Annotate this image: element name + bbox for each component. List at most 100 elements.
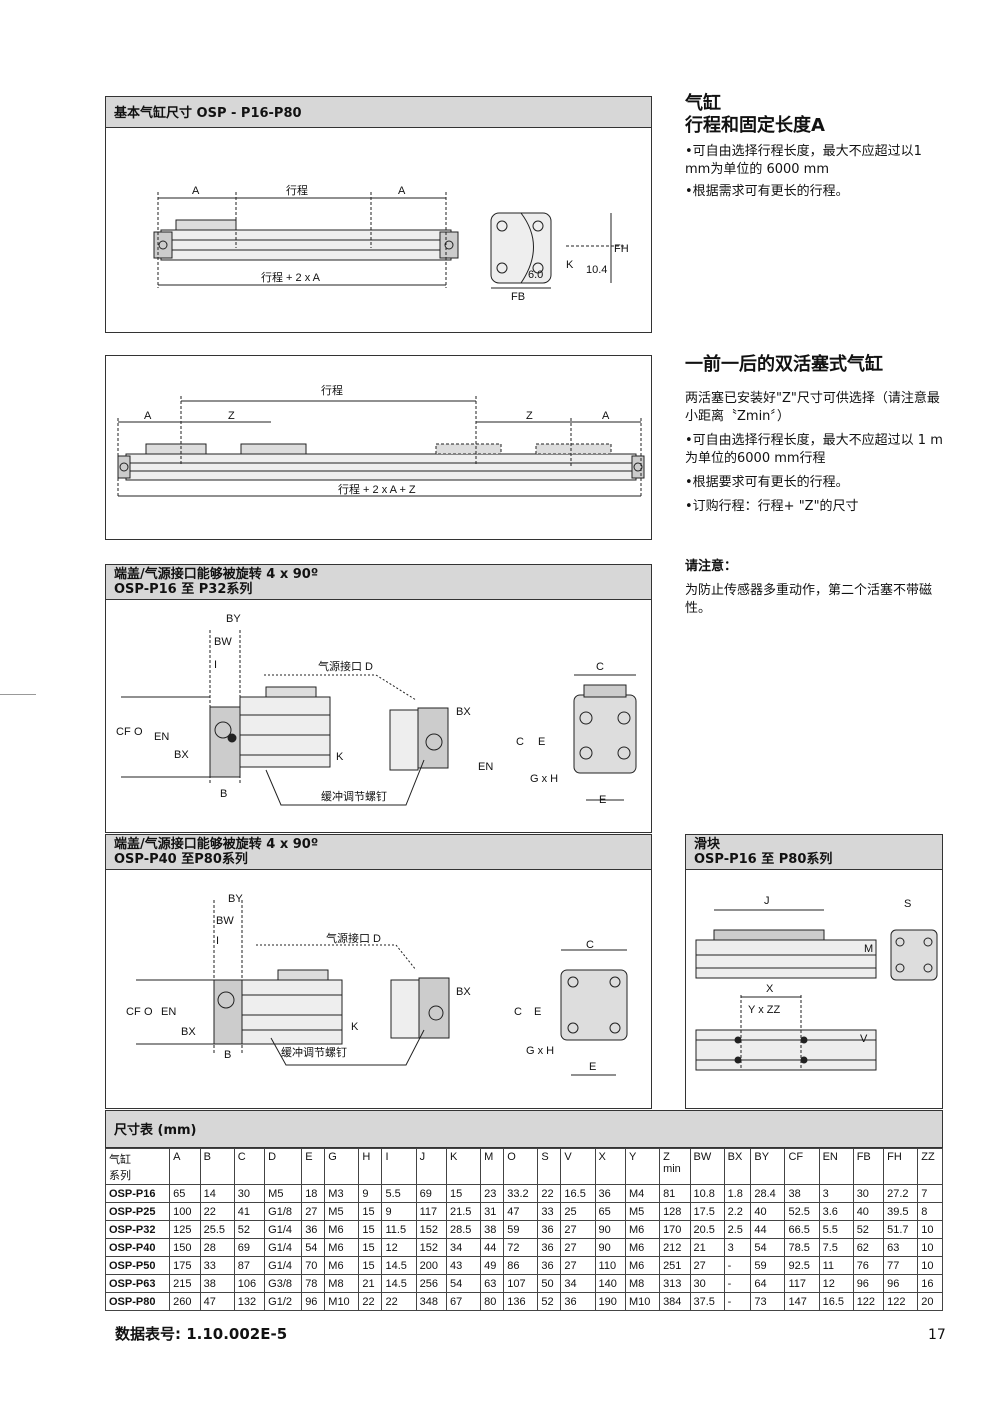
table-cell: 12 xyxy=(381,1238,417,1257)
table-cell: 27 xyxy=(301,1202,326,1221)
table-cell: - xyxy=(723,1292,752,1311)
sec2-bullet-1: •可自由选择行程长度，最大不应超过以 1 m为单位的6000 mm行程 xyxy=(685,433,943,466)
small-bx: BX xyxy=(174,749,189,761)
table-cell: 66.5 xyxy=(784,1220,820,1239)
large-bx: BX xyxy=(181,1026,196,1038)
table-header-cell: D xyxy=(264,1148,303,1185)
sec2-bullet-2: •根据要求可有更长的行程。 xyxy=(685,475,849,490)
panel-slide-title-2: OSP-P16 至 P80系列 xyxy=(694,852,833,867)
large-by: BY xyxy=(228,893,243,905)
table-cell: 15 xyxy=(358,1220,383,1239)
table-cell: 14.5 xyxy=(381,1274,417,1293)
table-header-cell: FH xyxy=(883,1148,919,1185)
large-k: K xyxy=(351,1021,359,1033)
tandem-cylinder-drawing: 行程 A Z Z A 行程 + 2 x A + Z xyxy=(117,384,645,497)
table-cell: 81 xyxy=(659,1184,691,1203)
panel-endcap-small-drawing: BY BW I CF O EN BX B 气源接口 D 缓冲调节螺钉 K BX … xyxy=(105,599,652,833)
table-cell: 38 xyxy=(784,1184,820,1203)
table-cell: 200 xyxy=(415,1256,448,1275)
dim-a-left: A xyxy=(192,185,200,197)
table-cell: 44 xyxy=(480,1238,505,1257)
table-cell: 70 xyxy=(301,1256,326,1275)
table-cell: 175 xyxy=(169,1256,201,1275)
table-cell: 63 xyxy=(480,1274,505,1293)
table-cell: 27 xyxy=(689,1256,725,1275)
table-cell: 20.5 xyxy=(689,1220,725,1239)
table-cell: 90 xyxy=(594,1238,626,1257)
table-row-model: OSP-P16 xyxy=(104,1184,171,1203)
right-section-note: 请注意： 为防止传感器多重动作，第二个活塞不带磁性。 xyxy=(685,558,947,618)
small-en: EN xyxy=(154,731,169,743)
table-cell: 12 xyxy=(818,1274,854,1293)
sec1-bullet-2: •根据需求可有更长的行程。 xyxy=(685,184,849,199)
table-cell: 27 xyxy=(560,1220,596,1239)
table-cell: 77 xyxy=(883,1256,919,1275)
slide-s: S xyxy=(904,898,911,910)
table-cell: 132 xyxy=(233,1292,266,1311)
panel-endcap-small-header: 端盖/气源接口能够被旋转 4 x 90º OSP-P16 至 P32系列 xyxy=(105,564,652,600)
endcap-large-drawing: BY BW I CF O EN BX B 气源接口 D 缓冲调节螺钉 K BX … xyxy=(126,893,628,1076)
table-cell: 313 xyxy=(659,1274,691,1293)
table-cell: 260 xyxy=(169,1292,201,1311)
sec3-title: 请注意： xyxy=(685,559,738,574)
table-row-model: OSP-P40 xyxy=(104,1238,171,1257)
table-cell: 34 xyxy=(446,1238,482,1257)
margin-rule xyxy=(0,694,36,695)
table-cell: 2.5 xyxy=(723,1220,752,1239)
table-header-cell: J xyxy=(415,1148,448,1185)
table-cell: 87 xyxy=(233,1256,266,1275)
table-header-cell: Y xyxy=(624,1148,661,1185)
dim-60: 6.0 xyxy=(528,269,543,281)
sec1-title-2: 行程和固定长度A xyxy=(685,115,825,136)
page-number: 17 xyxy=(928,1327,946,1343)
table-cell: - xyxy=(723,1274,752,1293)
table-cell: 44 xyxy=(750,1220,786,1239)
sec2-bullet-3: •订购行程：行程+ "Z"的尺寸 xyxy=(685,499,859,514)
panel-slide-drawing: J S M X Y x ZZ V xyxy=(685,869,943,1109)
table-cell: 54 xyxy=(446,1274,482,1293)
table-cell: 78.5 xyxy=(784,1238,820,1257)
table-cell: 8 xyxy=(917,1202,943,1221)
table-cell: 47 xyxy=(199,1292,235,1311)
table-cell: 21 xyxy=(689,1238,725,1257)
panel-basic-drawing: A 行程 A 行程 + 2 x A FB FH K 10.4 6.0 xyxy=(105,127,652,333)
dim-fh: FH xyxy=(614,243,629,255)
small-en-r: EN xyxy=(478,761,493,773)
table-cell: 59 xyxy=(750,1256,786,1275)
table-cell: 10 xyxy=(917,1238,943,1257)
table-cell: 30 xyxy=(689,1274,725,1293)
table-cell: 59 xyxy=(503,1220,539,1239)
slide-yxzz: Y x ZZ xyxy=(748,1004,780,1016)
panel-endcap-large-title-2: OSP-P40 至P80系列 xyxy=(114,852,248,867)
table-cell: 96 xyxy=(301,1292,326,1311)
table-cell: 3.6 xyxy=(818,1202,854,1221)
table-cell: 110 xyxy=(594,1256,626,1275)
table-cell: 25.5 xyxy=(199,1220,235,1239)
table-row-model: OSP-P63 xyxy=(104,1274,171,1293)
small-air-port: 气源接口 D xyxy=(318,659,373,673)
table-cell: 22 xyxy=(199,1202,235,1221)
table-cell: 256 xyxy=(415,1274,448,1293)
sec2-para: 两活塞已安装好"Z"尺寸可供选择（请注意最小距离〝Zmin〞） xyxy=(685,391,940,424)
table-cell: M6 xyxy=(324,1220,360,1239)
table-header-bar: 尺寸表 (mm) xyxy=(105,1110,943,1148)
table-header-cell: BX xyxy=(723,1148,752,1185)
table-cell: 72 xyxy=(503,1238,539,1257)
panel-endcap-large-header: 端盖/气源接口能够被旋转 4 x 90º OSP-P40 至P80系列 xyxy=(105,834,652,870)
table-cell: 16.5 xyxy=(560,1184,596,1203)
small-c: C xyxy=(596,661,604,673)
table-cell: G1/8 xyxy=(264,1202,303,1221)
panel-basic-header: 基本气缸尺寸 OSP - P16-P80 xyxy=(105,96,652,128)
table-cell: M10 xyxy=(624,1292,661,1311)
table-cell: 62 xyxy=(852,1238,885,1257)
table-cell: 14.5 xyxy=(381,1256,417,1275)
table-cell: 122 xyxy=(883,1292,919,1311)
table-header-cell: A xyxy=(169,1148,201,1185)
table-cell: 152 xyxy=(415,1220,448,1239)
